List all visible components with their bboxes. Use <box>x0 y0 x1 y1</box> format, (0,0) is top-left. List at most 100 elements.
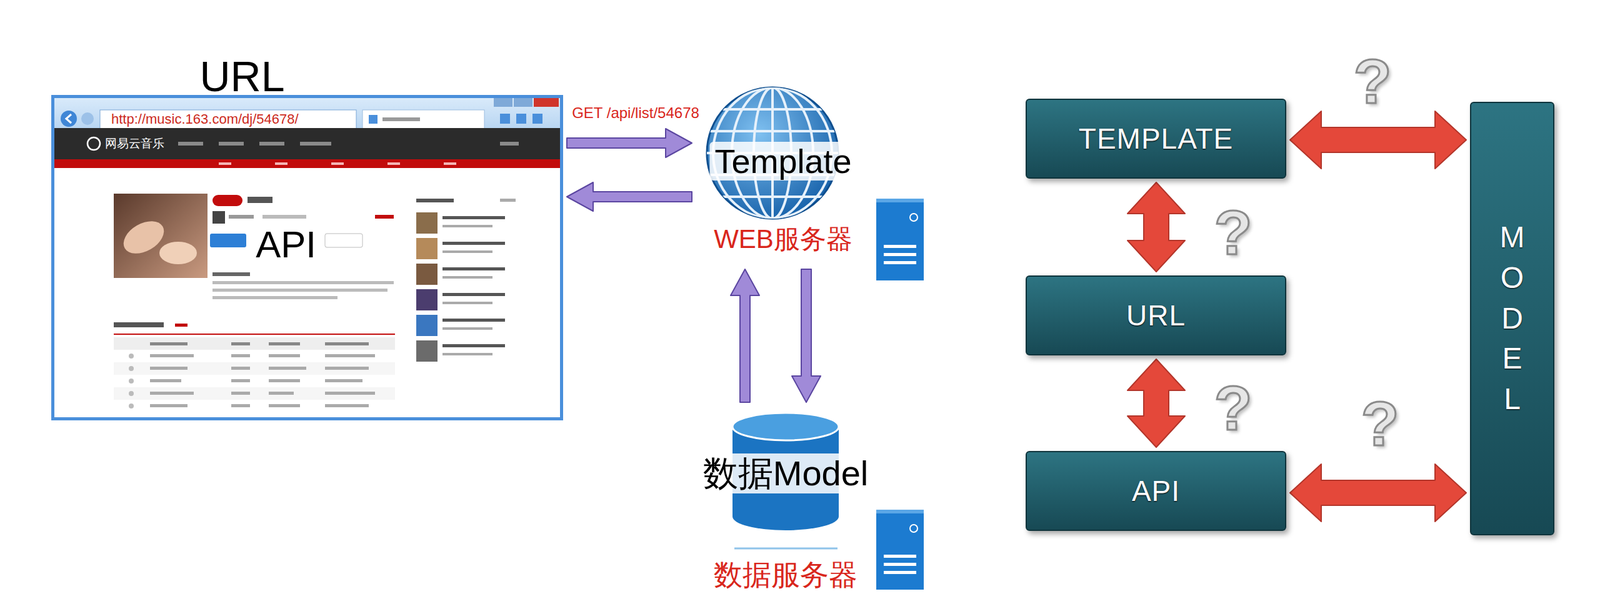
browser-screenshot-part <box>212 195 243 207</box>
logo-text: 网易云音乐 <box>105 136 165 151</box>
globe-icon-part-part <box>706 173 839 177</box>
vertical-label: MODEL <box>1497 217 1528 420</box>
browser-screenshot-part <box>113 322 164 328</box>
server-label: 数据服务器 <box>713 558 858 592</box>
model-column: MODEL <box>1470 101 1555 536</box>
browser-screenshot-part <box>60 110 77 127</box>
server-icon-part <box>876 510 924 514</box>
browser-screenshot-part <box>54 159 560 169</box>
globe-icon-part <box>706 87 839 219</box>
server-label: WEB服务器 <box>713 224 853 255</box>
label-holder: ? <box>1213 201 1252 264</box>
server-icon-part <box>876 198 924 203</box>
box-label: URL <box>1126 299 1186 333</box>
browser-screenshot-part <box>513 98 533 107</box>
label-holder: 网易云音乐 <box>105 136 165 151</box>
database-cylinder <box>732 413 839 549</box>
model-label: 数据Model <box>698 453 874 494</box>
browser-screenshot-part <box>259 141 285 146</box>
browser-screenshot-part <box>375 215 394 219</box>
browser-screenshot <box>51 95 564 421</box>
label-holder: ? <box>1360 392 1399 455</box>
globe-icon-part-part <box>706 195 839 199</box>
label-holder: http://music.163.com/dj/54678/ <box>111 111 299 127</box>
browser-screenshot-part <box>113 387 395 400</box>
browser-screenshot-part <box>100 110 357 129</box>
text-holder: URL <box>199 51 285 101</box>
browser-screenshot-part <box>212 281 394 285</box>
browser-screenshot-part <box>212 211 225 224</box>
browser-screenshot-part <box>113 333 395 335</box>
browser-screenshot-part <box>178 141 204 146</box>
browser-screenshot-part <box>113 193 208 279</box>
browser-screenshot-part <box>128 403 134 409</box>
browser-screenshot-part <box>443 162 457 165</box>
browser-screenshot-part <box>500 113 510 124</box>
browser-screenshot-part <box>128 353 134 359</box>
server-icon-part <box>883 571 917 575</box>
browser-screenshot-part <box>212 272 250 277</box>
browser-screenshot-part <box>228 215 254 219</box>
browser-screenshot-part <box>247 196 273 204</box>
flow-arrow <box>791 269 821 403</box>
browser-screenshot-part <box>416 212 438 234</box>
browser-screenshot-part <box>210 233 247 248</box>
browser-screenshot-part <box>500 198 516 202</box>
browser-screenshot-part <box>128 378 134 384</box>
question-mark: ? <box>1360 392 1399 455</box>
browser-screenshot-part <box>87 137 100 150</box>
globe-icon-part <box>706 87 839 219</box>
browser-screenshot-part <box>416 198 454 203</box>
server-icon <box>876 510 924 590</box>
text-holder: 数据Model <box>698 453 874 494</box>
browser-screenshot-part <box>416 340 438 362</box>
browser-screenshot-part <box>150 391 375 395</box>
globe-icon-part-part <box>706 151 839 155</box>
browser-screenshot-part <box>128 391 134 397</box>
box-label: API <box>1131 475 1180 509</box>
server-icon-part <box>883 253 917 257</box>
browser-screenshot-part <box>416 238 438 260</box>
address-text: http://music.163.com/dj/54678/ <box>111 111 299 127</box>
data-server: 数据Model 数据服务器 <box>690 406 882 594</box>
browser-screenshot-part <box>493 98 513 107</box>
globe-icon <box>706 87 839 219</box>
browser-screenshot-part <box>416 263 438 285</box>
text-holder: TEMPLATE <box>1078 122 1234 156</box>
double-arrow <box>1127 182 1185 272</box>
browser-screenshot-part <box>218 141 244 146</box>
browser-screenshot-part <box>442 225 493 356</box>
server-icon-part <box>910 525 918 533</box>
browser-screenshot-part <box>113 337 395 350</box>
browser-screenshot-part <box>150 354 375 358</box>
flow-arrow <box>566 128 692 158</box>
browser-screenshot-part <box>150 366 369 370</box>
server-icon <box>876 198 924 281</box>
browser-screenshot-part <box>66 114 72 124</box>
browser-screenshot-part <box>150 342 369 346</box>
text-holder: API <box>1131 475 1180 509</box>
browser-screenshot-part <box>150 404 369 408</box>
database-cylinder-part <box>732 413 839 441</box>
database-cylinder-part <box>734 548 838 550</box>
browser-screenshot-part <box>362 110 485 129</box>
server-icon-part <box>883 555 917 559</box>
question-mark: ? <box>1213 376 1252 440</box>
browser-screenshot-part <box>54 128 560 160</box>
api-label: API <box>250 223 322 267</box>
browser-screenshot-part <box>212 288 388 292</box>
double-arrow <box>1290 111 1467 169</box>
label-holder: ? <box>1353 50 1392 113</box>
server-icon-part <box>883 563 917 567</box>
server-icon-part <box>876 510 924 590</box>
text-holder: WEB服务器 <box>713 224 853 255</box>
browser-screenshot-part <box>159 241 197 265</box>
text-holder: MODEL <box>1497 217 1528 420</box>
process-box: URL <box>1025 275 1287 356</box>
browser-screenshot-part <box>218 162 232 165</box>
web-server: TemplateWEB服务器 <box>695 84 871 266</box>
template-label: Template <box>709 141 857 181</box>
